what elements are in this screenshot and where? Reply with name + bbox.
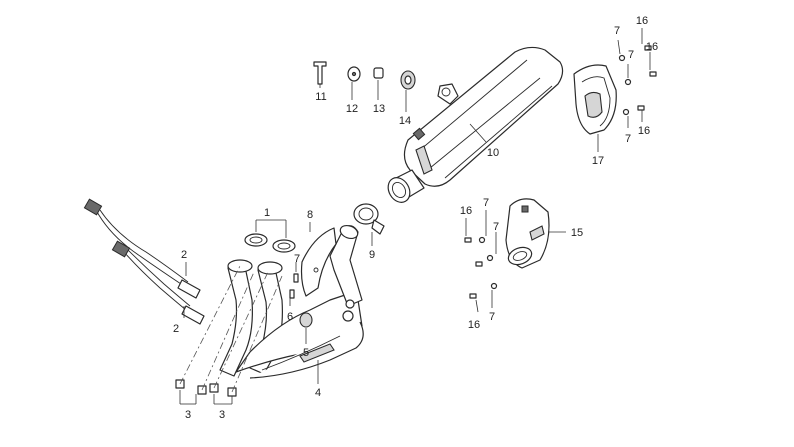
shield-badge-icon [521,205,529,213]
muffler-body [387,46,564,203]
callout-2-lower: 2 [173,323,179,335]
exhaust-header [219,224,364,379]
callout-11: 11 [315,91,326,103]
callout-10: 10 [487,147,499,159]
gaskets [244,233,296,253]
leader-lines [179,28,651,405]
callout-numbers: 1 2 2 3 3 4 5 6 7 7 7 7 7 7 7 8 9 10 11 … [173,15,658,421]
callout-6: 6 [287,311,293,323]
callout-16-cap-low: 16 [638,125,650,137]
lambda-sensors [83,198,205,325]
connector-1-icon [83,198,103,216]
callout-16-shield-top: 16 [460,205,472,217]
callout-16-cap-top: 16 [636,15,648,27]
cap-bolts [464,45,657,299]
callout-7-cap-low: 7 [625,133,631,145]
callout-4: 4 [315,387,321,399]
callout-1: 1 [264,207,270,219]
spacer [299,312,313,328]
pipe-clamp [353,203,385,235]
heat-guard [300,227,337,297]
callout-7-shield-mid: 7 [493,221,499,233]
guard-bolts [289,273,299,299]
callout-7-shield-top: 7 [483,197,489,209]
connector-2-icon [111,240,131,258]
callout-12: 12 [346,103,358,115]
callout-8: 8 [307,209,313,221]
callout-7-cap-top: 7 [614,25,620,37]
stud-axis-4 [231,275,283,393]
callout-16-cap-mid: 16 [646,41,658,53]
callout-9: 9 [369,249,375,261]
end-cap-rear [573,64,617,135]
flange-nuts [175,379,237,397]
brand-badge-icon [412,127,426,141]
stud-axis-1 [179,265,241,385]
callout-7-shield-low: 7 [489,311,495,323]
callout-14: 14 [399,115,411,127]
callout-3-right: 3 [219,409,225,421]
callout-13: 13 [373,103,385,115]
callout-7-cap-mid: 7 [628,49,634,61]
callout-17: 17 [592,155,604,167]
mount-hardware [313,61,416,90]
stud-axis-2 [201,271,255,391]
callout-3-left: 3 [185,409,191,421]
stud-axis-3 [213,271,269,389]
callout-5: 5 [303,347,309,359]
callout-15: 15 [571,227,583,239]
callout-7-guard: 7 [294,253,300,265]
callout-16-shield-low: 16 [468,319,480,331]
heat-shield [505,198,550,269]
callout-2-upper: 2 [181,249,187,261]
